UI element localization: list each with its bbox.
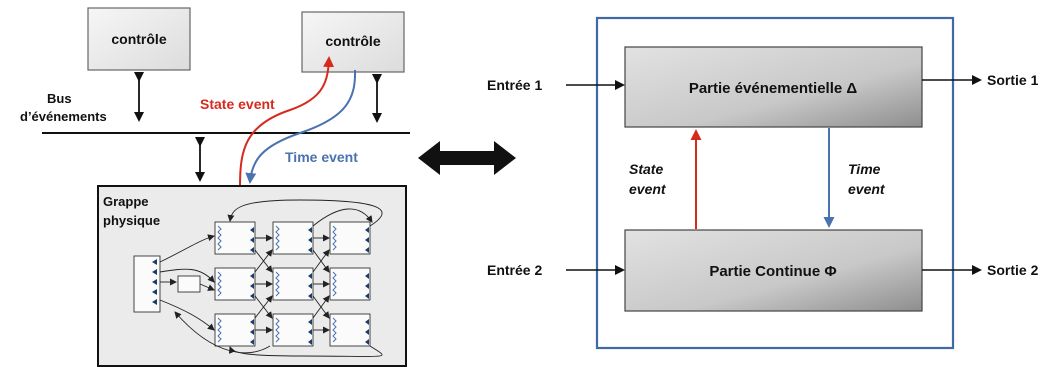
equivalence-double-arrow — [418, 141, 516, 175]
continuous-block-label: Partie Continue Φ — [709, 263, 836, 280]
state-event-arrow — [239, 56, 335, 187]
input2-label: Entrée 2 — [487, 262, 542, 278]
cluster-network — [133, 199, 383, 357]
time-event-label: Time event — [285, 149, 358, 165]
right-figure: Partie événementielle Δ Partie Continue … — [487, 16, 1039, 350]
state-event-label: State event — [200, 96, 275, 112]
time-event-label-1: Time — [848, 161, 881, 177]
cluster-label-line1: Grappe — [103, 194, 149, 209]
cluster-label-line2: physique — [103, 213, 160, 228]
event-block: Partie événementielle Δ — [624, 46, 923, 128]
physical-cluster: Grappe physique — [97, 185, 407, 367]
event-block-label: Partie événementielle Δ — [689, 80, 858, 97]
time-event-label-2: event — [848, 181, 886, 197]
control-box-right: contrôle — [301, 11, 405, 73]
state-event-label-2: event — [629, 181, 667, 197]
control-box-left: contrôle — [87, 7, 191, 71]
input1-label: Entrée 1 — [487, 77, 542, 93]
state-event-label-1: State — [629, 161, 663, 177]
output1-label: Sortie 1 — [987, 72, 1039, 88]
time-event-arrow — [245, 69, 357, 184]
left-figure: contrôle contrôle Bus d’événements State… — [20, 7, 410, 367]
bus-label-line1: Bus — [47, 91, 72, 106]
output2-label: Sortie 2 — [987, 262, 1039, 278]
bus-label-line2: d’événements — [20, 109, 107, 124]
control-right-label: contrôle — [325, 33, 380, 49]
control-left-label: contrôle — [111, 31, 166, 47]
continuous-block: Partie Continue Φ — [624, 229, 923, 312]
